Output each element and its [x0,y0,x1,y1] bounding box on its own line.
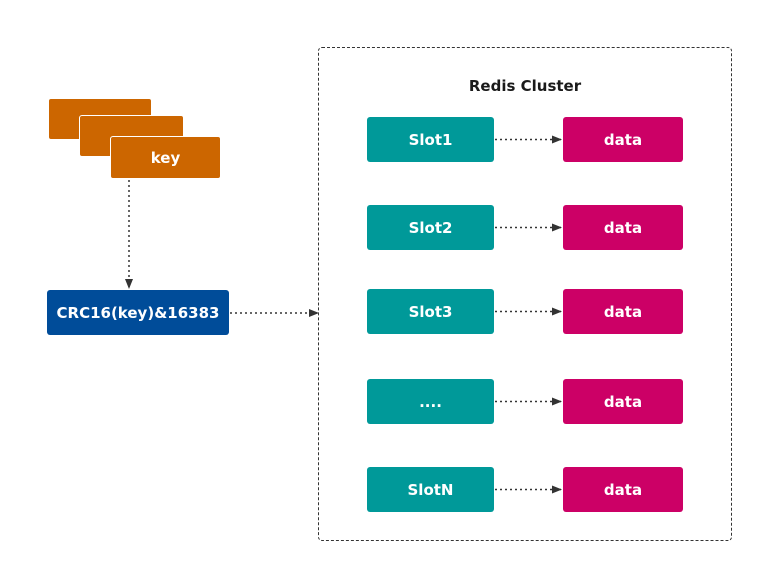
slot-label: Slot1 [408,130,453,149]
data-label: data [603,218,643,237]
crc16-hash-label: CRC16(key)&16383 [56,303,220,322]
key-card-front: key [110,136,221,179]
slot-label: Slot2 [408,218,453,237]
data-label: data [603,392,643,411]
slot-box-n: SlotN [367,467,494,512]
slot-box-ellipsis: .... [367,379,494,424]
redis-cluster-container: Redis Cluster [318,47,732,541]
slot-box-2: Slot2 [367,205,494,250]
cluster-title: Redis Cluster [468,77,582,95]
data-box-2: data [563,205,683,250]
data-label: data [603,302,643,321]
slot-label: .... [419,392,442,411]
data-box-4: data [563,379,683,424]
key-label: key [150,148,181,167]
crc16-hash-box: CRC16(key)&16383 [47,290,229,335]
data-box-1: data [563,117,683,162]
slot-box-3: Slot3 [367,289,494,334]
data-box-3: data [563,289,683,334]
slot-label: SlotN [407,480,454,499]
data-label: data [603,130,643,149]
data-box-n: data [563,467,683,512]
slot-box-1: Slot1 [367,117,494,162]
data-label: data [603,480,643,499]
slot-label: Slot3 [408,302,453,321]
